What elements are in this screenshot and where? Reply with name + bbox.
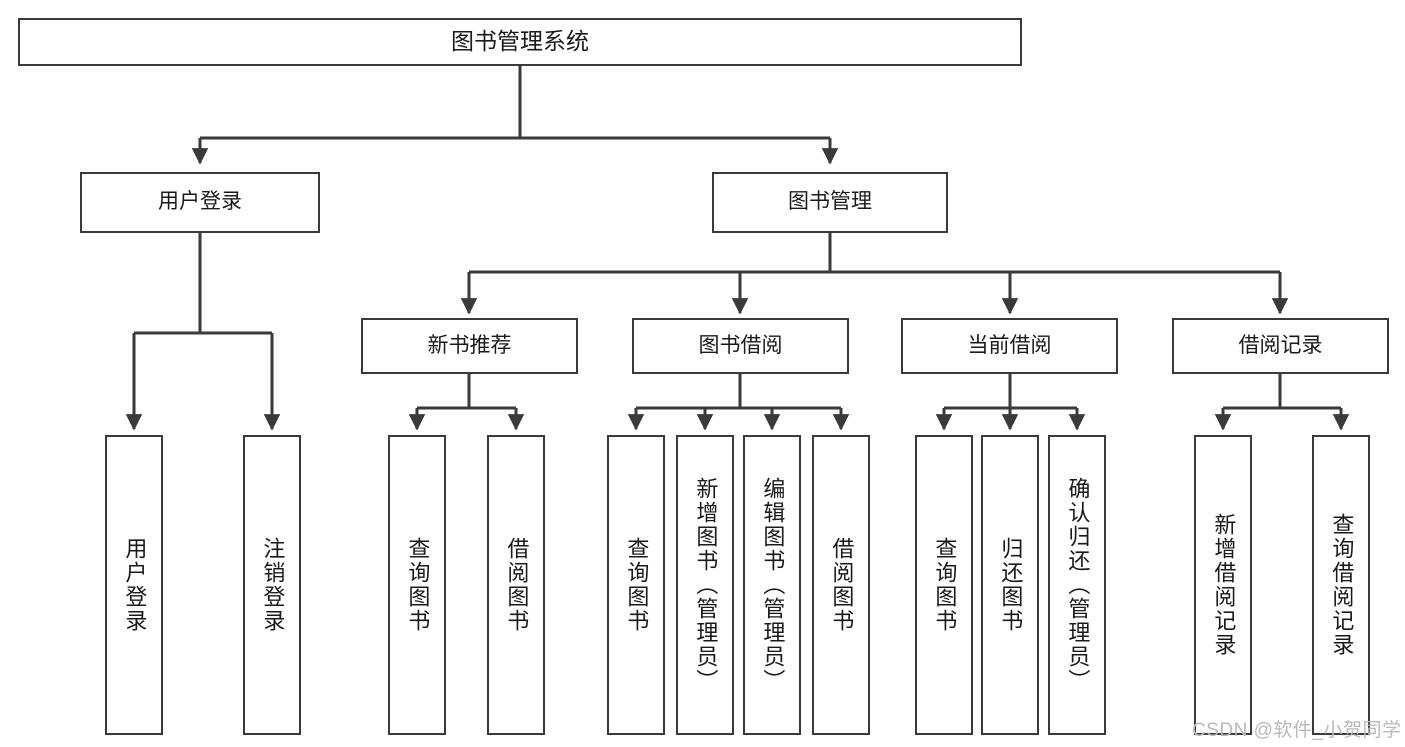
- csdn-watermark: CSDN @软件_小贺同学: [1192, 720, 1402, 741]
- node-book-management[interactable]: 图书管理: [712, 172, 948, 233]
- node-user-login[interactable]: 用户登录: [80, 172, 320, 233]
- leaf-new-book-query[interactable]: 查询图书: [388, 435, 446, 735]
- leaf-book-borrow-query-label: 查询图书: [624, 537, 650, 633]
- leaf-borrow-record-query-label: 查询借阅记录: [1329, 513, 1355, 657]
- leaf-current-borrow-query[interactable]: 查询图书: [915, 435, 973, 735]
- leaf-new-book-borrow-label: 借阅图书: [504, 537, 530, 633]
- leaf-borrow-record-add[interactable]: 新增借阅记录: [1194, 435, 1252, 735]
- leaf-user-login-login-label: 用户登录: [122, 537, 148, 633]
- leaf-book-borrow-borrow[interactable]: 借阅图书: [812, 435, 870, 735]
- leaf-current-borrow-confirm-return-label: 确认归还（管理员）: [1065, 477, 1091, 693]
- leaf-new-book-query-label: 查询图书: [405, 537, 431, 633]
- node-book-borrow[interactable]: 图书借阅: [632, 318, 849, 374]
- leaf-current-borrow-query-label: 查询图书: [932, 537, 958, 633]
- node-current-borrow[interactable]: 当前借阅: [901, 318, 1118, 374]
- node-borrow-record-label: 借阅记录: [1238, 333, 1323, 357]
- node-root[interactable]: 图书管理系统: [18, 18, 1022, 66]
- leaf-borrow-record-query[interactable]: 查询借阅记录: [1312, 435, 1370, 735]
- leaf-user-login-logout[interactable]: 注销登录: [243, 435, 301, 735]
- node-borrow-record[interactable]: 借阅记录: [1172, 318, 1389, 374]
- leaf-book-borrow-add[interactable]: 新增图书（管理员）: [676, 435, 734, 735]
- leaf-book-borrow-borrow-label: 借阅图书: [829, 537, 855, 633]
- leaf-current-borrow-return-label: 归还图书: [998, 537, 1024, 633]
- node-user-login-label: 用户登录: [158, 190, 242, 214]
- leaf-new-book-borrow[interactable]: 借阅图书: [487, 435, 545, 735]
- leaf-user-login-logout-label: 注销登录: [260, 537, 286, 633]
- node-book-borrow-label: 图书借阅: [698, 333, 783, 357]
- leaf-borrow-record-add-label: 新增借阅记录: [1211, 513, 1237, 657]
- leaf-user-login-login[interactable]: 用户登录: [105, 435, 163, 735]
- leaf-book-borrow-query[interactable]: 查询图书: [607, 435, 665, 735]
- leaf-book-borrow-edit[interactable]: 编辑图书（管理员）: [743, 435, 801, 735]
- node-root-label: 图书管理系统: [451, 28, 589, 55]
- leaf-current-borrow-return[interactable]: 归还图书: [981, 435, 1039, 735]
- node-new-book-recommend-label: 新书推荐: [427, 333, 512, 357]
- leaf-book-borrow-add-label: 新增图书（管理员）: [693, 477, 719, 693]
- node-book-management-label: 图书管理: [788, 190, 872, 214]
- node-new-book-recommend[interactable]: 新书推荐: [361, 318, 578, 374]
- leaf-book-borrow-edit-label: 编辑图书（管理员）: [760, 477, 786, 693]
- node-current-borrow-label: 当前借阅: [967, 333, 1052, 357]
- leaf-current-borrow-confirm-return[interactable]: 确认归还（管理员）: [1048, 435, 1106, 735]
